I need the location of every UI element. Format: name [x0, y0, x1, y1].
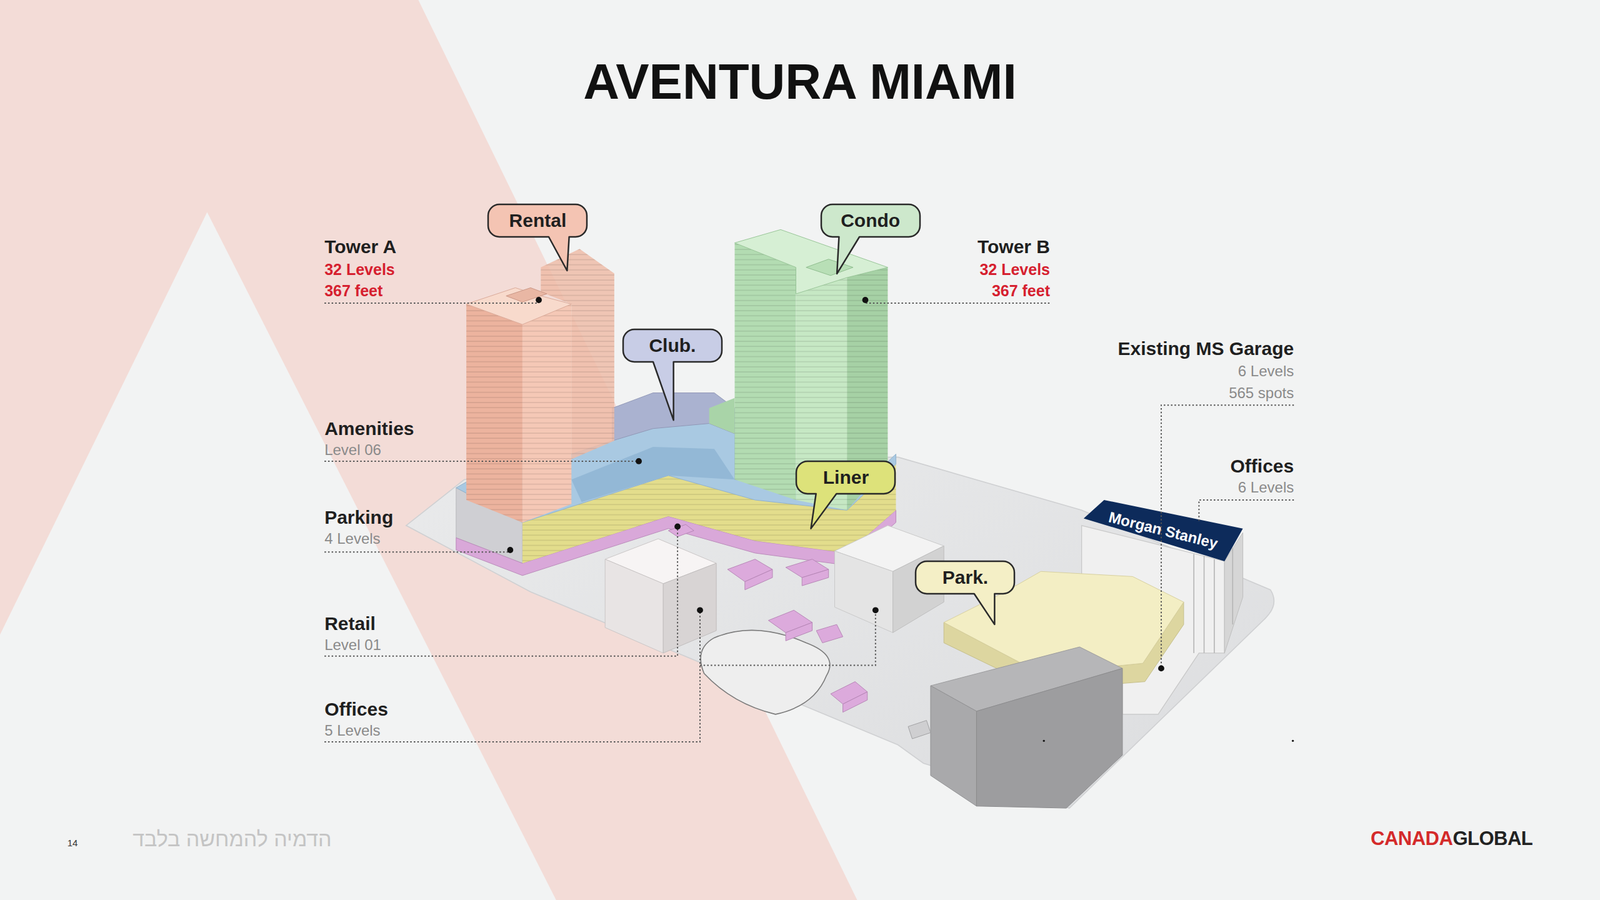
page-number: 14	[67, 837, 79, 849]
callout-bubble: Rental	[488, 204, 587, 237]
level-note: 6 Levels	[1238, 362, 1294, 381]
tower-a-roof	[466, 287, 572, 325]
callout-outline	[796, 461, 895, 529]
building-sign: Morgan Stanley	[1106, 508, 1220, 553]
garage-stub	[908, 720, 931, 739]
area-label: Amenities	[324, 417, 414, 440]
callout-bubble: Park.	[915, 561, 1015, 594]
callout-text: Club.	[623, 329, 722, 362]
area-label: Tower B	[977, 235, 1050, 259]
garage-front	[976, 668, 1122, 809]
height-note: 32 Levels	[979, 260, 1050, 279]
brand-logo: CANADAGLOBAL	[1370, 826, 1533, 850]
level-note: 565 spots	[1228, 383, 1294, 402]
callout-outline	[821, 204, 920, 274]
area-label: Parking	[324, 506, 394, 529]
garage-left	[930, 685, 977, 807]
level-note: Level 06	[324, 441, 382, 460]
callout-text: Condo	[821, 204, 920, 237]
area-label: Retail	[324, 612, 376, 635]
tower-b-roof	[735, 229, 889, 294]
level-note: 4 Levels	[324, 530, 380, 549]
leader-lines	[324, 300, 1294, 742]
logo-part: GLOBAL	[1452, 826, 1533, 850]
callout-text: Rental	[488, 204, 587, 237]
ms-mullions	[1193, 548, 1233, 654]
office-left	[605, 559, 664, 654]
green-link	[709, 398, 735, 434]
callout-outline	[623, 329, 722, 420]
callout-bubble: Condo	[821, 204, 920, 237]
level-note: 6 Levels	[1238, 478, 1294, 497]
height-note: 367 feet	[324, 281, 383, 300]
area-label: Existing MS Garage	[1117, 337, 1294, 360]
office-right	[663, 563, 717, 654]
callout-outline	[488, 204, 587, 271]
mid-left	[835, 551, 894, 634]
title: AVENTURA MIAMI	[0, 51, 1600, 112]
height-note: 367 feet	[991, 281, 1050, 300]
tower-b-roofbox	[806, 259, 854, 276]
area-label: Offices	[324, 698, 389, 721]
callout-outline	[915, 561, 1015, 625]
callout-bubble: Liner	[796, 461, 895, 494]
logo-part: CANADA	[1370, 826, 1453, 850]
leader-dots	[506, 296, 1294, 742]
pool	[700, 630, 830, 715]
kiosks	[668, 524, 867, 712]
amenities-step	[571, 446, 735, 502]
level-note: Level 01	[324, 635, 382, 654]
height-note: 32 Levels	[324, 260, 395, 279]
area-label: Tower A	[324, 235, 397, 259]
callout-bubble: Club.	[623, 329, 722, 362]
area-label: Offices	[1230, 455, 1295, 478]
disclaimer: הדמיה להמחשה בלבד	[132, 826, 332, 852]
callout-text: Liner	[796, 461, 895, 494]
level-note: 5 Levels	[324, 721, 380, 740]
callout-text: Park.	[915, 561, 1015, 594]
ms-roof	[1083, 500, 1244, 562]
